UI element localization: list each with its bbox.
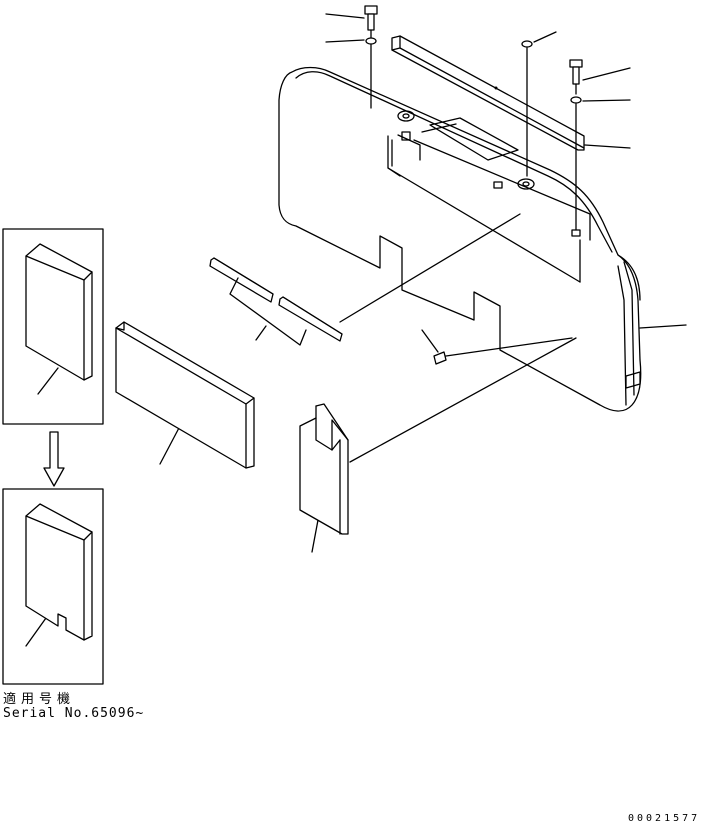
drawing-number: 00021577	[628, 813, 701, 824]
washer-left	[365, 37, 377, 45]
seal-strip-upper	[209, 257, 274, 303]
bolt-right	[569, 59, 583, 95]
seal-strip-lower	[278, 296, 343, 342]
notched-pad	[299, 337, 577, 535]
detail-box-before	[2, 228, 104, 425]
washer-right	[570, 96, 582, 231]
large-flat-pad	[115, 321, 255, 469]
applicable-serial-number: Serial No.65096~	[3, 706, 145, 721]
pin	[433, 337, 573, 365]
detail-box-after	[2, 488, 104, 685]
cover-panel	[278, 66, 642, 412]
arrow-down-icon	[43, 431, 65, 487]
top-bracket-plate	[391, 35, 585, 151]
strip-bracket-leader	[229, 213, 521, 346]
applicable-serial-label-jp: 適用号機	[3, 692, 76, 707]
washer-center	[521, 40, 533, 177]
leader-lines	[25, 13, 687, 647]
